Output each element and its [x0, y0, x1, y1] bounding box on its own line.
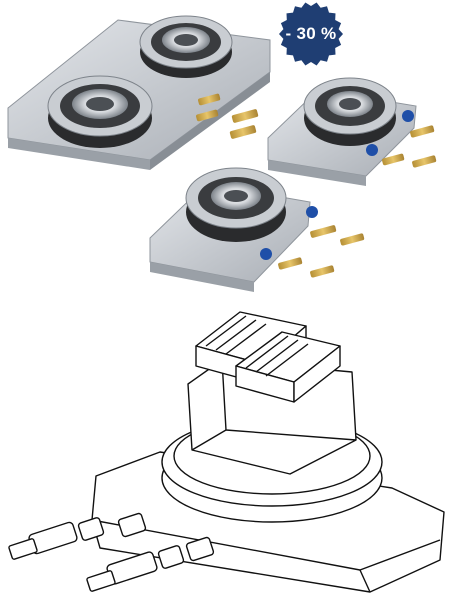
chuck-module — [47, 75, 153, 148]
chuck-module — [139, 15, 233, 78]
air-fitting — [196, 93, 259, 139]
discount-badge-label: - 30 % — [285, 24, 337, 43]
discount-badge-shape — [279, 2, 343, 66]
vise-line-drawing — [8, 311, 445, 593]
blue-cap-icon — [366, 144, 378, 156]
blue-cap-icon — [402, 110, 414, 122]
single-clamping-plate-center — [149, 167, 365, 292]
double-clamping-plate — [7, 15, 271, 170]
blue-cap-icon — [260, 248, 272, 260]
discount-badge: - 30 % — [277, 4, 345, 64]
single-clamping-plate-right — [267, 77, 437, 186]
blue-cap-icon — [306, 206, 318, 218]
